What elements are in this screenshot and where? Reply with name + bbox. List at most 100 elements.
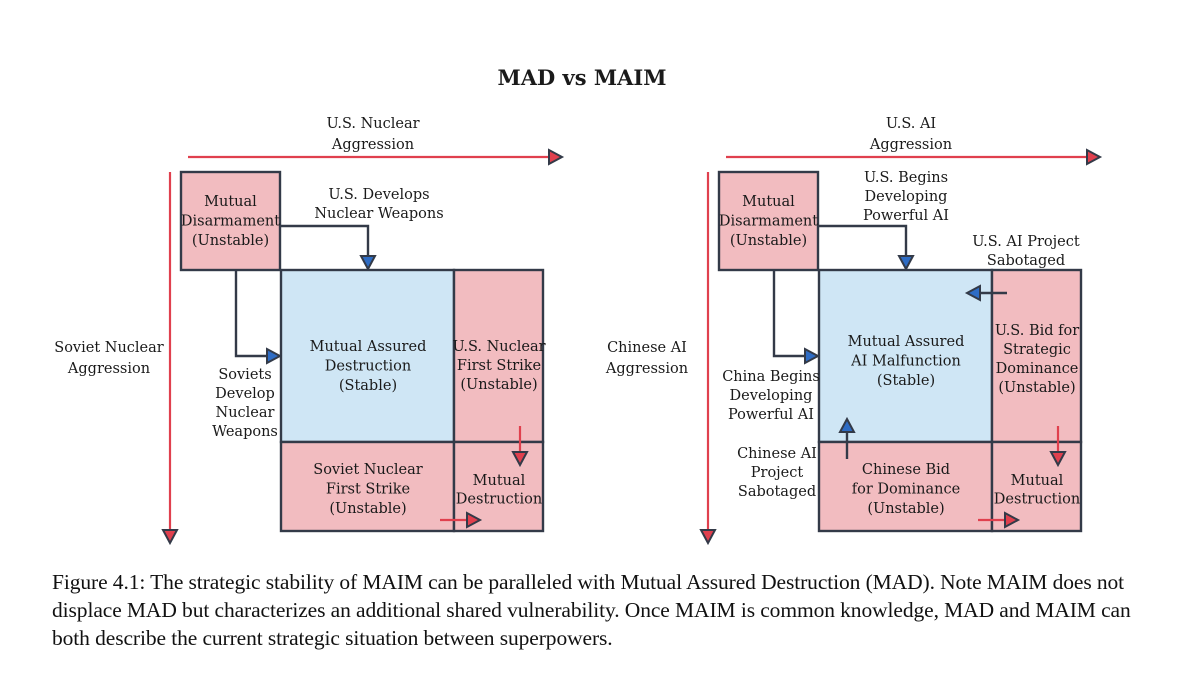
y-aggression-arrowhead-icon <box>699 529 717 546</box>
x-axis-label-line: U.S. AI <box>886 116 936 132</box>
state-mutual-destruction-label-line: Mutual <box>1011 473 1064 489</box>
y-axis-label-line: Soviet Nuclear <box>54 340 164 356</box>
other-develops-label-line: Weapons <box>212 424 278 440</box>
state-mutual-destruction-label-line: Destruction <box>456 492 542 508</box>
x-aggression-arrowhead-icon <box>548 148 565 166</box>
other-develops-label-line: Develop <box>215 386 275 402</box>
us-sabotaged-arrowhead-icon <box>964 284 981 302</box>
state-us-first-move-label-line: (Unstable) <box>998 380 1075 396</box>
other-develops-arrowhead-icon <box>804 347 821 365</box>
state-other-first-move-label-line: (Unstable) <box>329 501 406 517</box>
us-develops-label-line: U.S. Develops <box>328 187 429 203</box>
state-stable-label-line: Mutual Assured <box>848 334 965 350</box>
other-develops-label-line: China Begins <box>722 369 820 385</box>
state-other-first-move-box <box>279 440 456 533</box>
other-sabotaged-label-line: Project <box>751 465 804 481</box>
y-axis-label-line: Aggression <box>605 361 688 377</box>
state-us-first-move-box <box>452 268 545 444</box>
state-mutual-destruction-label-line: Destruction <box>994 492 1080 508</box>
state-other-first-move-label-line: First Strike <box>326 482 410 498</box>
other-escalation-arrowhead-icon <box>1004 511 1021 529</box>
y-axis-label: Chinese AI Aggression <box>605 340 688 377</box>
y-aggression-arrowhead-icon <box>161 529 179 546</box>
state-mutual-disarmament-box <box>179 170 282 272</box>
us-escalation-arrowhead-icon <box>511 451 529 468</box>
state-mutual-destruction-label-line: Mutual <box>473 473 526 489</box>
state-other-first-move-label-line: Chinese Bid <box>862 462 950 478</box>
us-sabotaged-label-line: Sabotaged <box>987 253 1065 269</box>
state-stable-label-line: (Stable) <box>339 378 397 394</box>
x-axis-label-line: Aggression <box>869 137 952 153</box>
us-develops-label-line: U.S. Begins <box>864 170 948 186</box>
state-us-first-move-label-line: (Unstable) <box>460 377 537 393</box>
state-other-first-move-label: Chinese Bid for Dominance (Unstable) <box>852 462 960 517</box>
figure-caption: Figure 4.1: The strategic stability of M… <box>52 570 1131 650</box>
us-develops-arrowhead-icon <box>897 255 915 272</box>
state-other-first-move-label-line: for Dominance <box>852 482 960 498</box>
other-develops-label-line: Powerful AI <box>728 407 814 423</box>
us-escalation-arrowhead-icon <box>1049 451 1067 468</box>
us-sabotaged-label-line: U.S. AI Project <box>972 234 1080 250</box>
other-develops-arrowhead-icon <box>266 347 283 365</box>
state-stable-label-line: Destruction <box>325 359 411 375</box>
x-axis-label-line: Aggression <box>331 137 414 153</box>
state-other-first-move-label-line: (Unstable) <box>867 501 944 517</box>
state-us-first-move-label-line: First Strike <box>457 358 541 374</box>
other-develops-label-line: Soviets <box>218 367 271 383</box>
other-sabotaged-label-line: Chinese AI <box>737 446 817 462</box>
state-us-first-move-label-line: Strategic <box>1003 342 1071 358</box>
state-mutual-disarmament-label-line: Disarmament <box>181 214 280 230</box>
state-mutual-disarmament-label-line: Disarmament <box>719 214 818 230</box>
state-stable-box <box>279 268 456 444</box>
state-other-first-move-label-line: Soviet Nuclear <box>313 462 423 478</box>
us-develops-label-line: Developing <box>865 189 948 205</box>
other-sabotaged-arrowhead-icon <box>838 416 856 433</box>
state-us-first-move-box <box>990 268 1083 444</box>
us-develops-connector <box>818 224 908 258</box>
state-us-first-move-label-line: U.S. Nuclear <box>452 339 545 355</box>
other-sabotaged-label-line: Sabotaged <box>738 484 816 500</box>
other-develops-label-line: Nuclear <box>216 405 275 421</box>
us-develops-label-line: Nuclear Weapons <box>314 206 443 222</box>
state-mutual-disarmament-label-line: Mutual <box>742 194 795 210</box>
state-stable-label-line: AI Malfunction <box>850 354 961 370</box>
us-develops-connector <box>280 224 370 258</box>
y-axis-label-line: Aggression <box>67 361 150 377</box>
figure-title: MAD vs MAIM <box>497 65 666 90</box>
other-escalation-arrowhead-icon <box>466 511 483 529</box>
state-us-first-move-label-line: Dominance <box>996 361 1079 377</box>
other-develops-connector <box>234 270 268 358</box>
state-us-first-move-label-line: U.S. Bid for <box>995 323 1079 339</box>
other-develops-label-line: Developing <box>730 388 813 404</box>
y-axis-label-line: Chinese AI <box>607 340 687 356</box>
us-develops-arrowhead-icon <box>359 255 377 272</box>
state-mutual-disarmament-box <box>717 170 820 272</box>
state-mutual-disarmament-label-line: (Unstable) <box>730 233 807 249</box>
x-axis-label: U.S. AI Aggression <box>869 116 952 153</box>
x-aggression-arrowhead-icon <box>1086 148 1103 166</box>
x-axis-label-line: U.S. Nuclear <box>326 116 419 132</box>
state-mutual-disarmament-label-line: Mutual <box>204 194 257 210</box>
state-stable-label-line: Mutual Assured <box>310 339 427 355</box>
us-develops-label-line: Powerful AI <box>863 208 949 224</box>
